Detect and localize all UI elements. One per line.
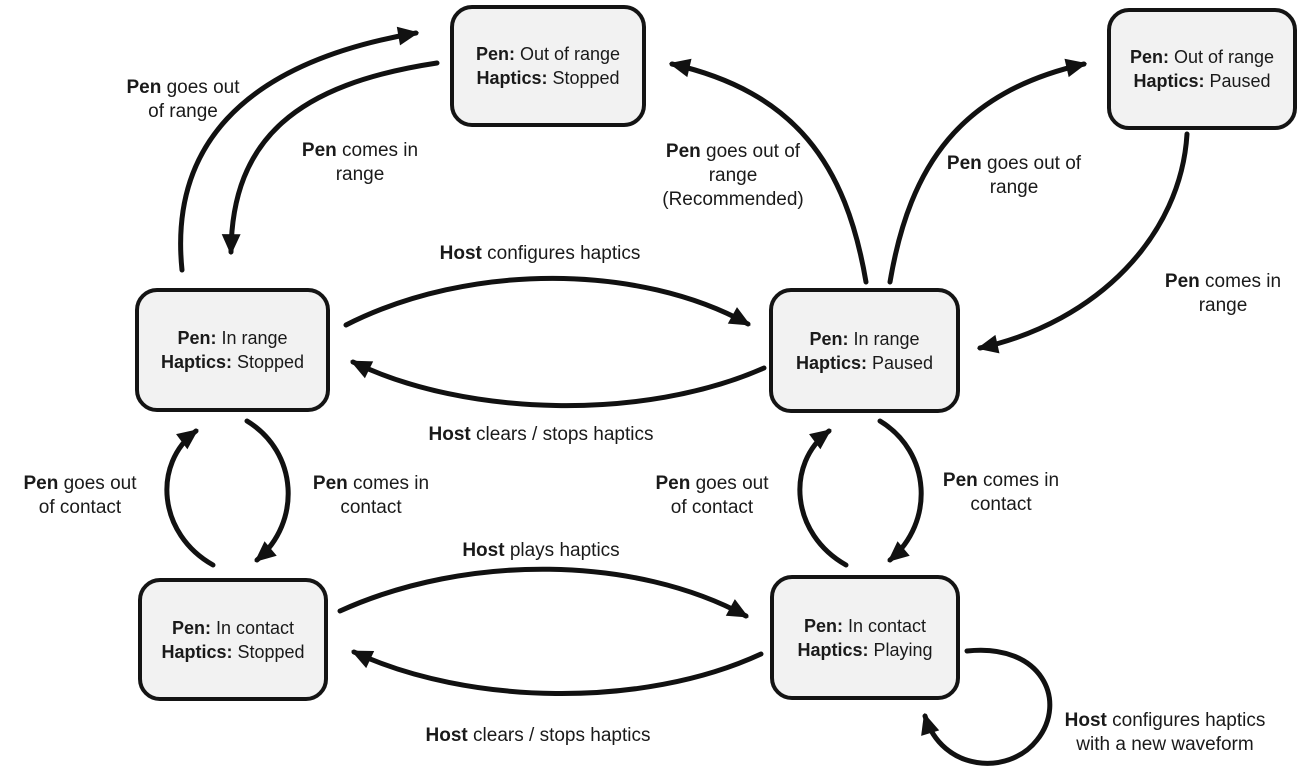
state-line-haptics: Haptics: Stopped (476, 68, 620, 88)
arrow-pen-comes-in-contact-right (877, 418, 924, 563)
label-pen-goes-out-of-range-left: Pen goes out of range (126, 77, 240, 122)
label-host-clears-stops-haptics-mid: Host clears / stops haptics (428, 424, 654, 445)
arrow-pen-goes-out-of-range-right (887, 58, 1088, 285)
arrow-pen-goes-out-of-contact-left (164, 428, 216, 568)
arrow-host-configures-haptics-new-waveform (921, 647, 1053, 766)
label-pen-comes-in-contact-left: Pen comes in contact (312, 473, 430, 518)
arrow-pen-comes-in-range-left (221, 60, 440, 256)
state-line-haptics: Haptics: Paused (795, 352, 934, 373)
state-line-pen: Pen: In contact (803, 615, 927, 636)
label-pen-goes-out-of-contact-right: Pen goes out of contact (655, 473, 769, 518)
label-host-clears-stops-haptics-bottom: Host clears / stops haptics (425, 725, 651, 746)
arrow-host-configures-haptics (343, 275, 751, 328)
arrow-pen-goes-out-of-range-recommended (668, 58, 869, 285)
arrow-host-clears-stops-haptics-mid (350, 359, 767, 409)
state-line-haptics: Haptics: Playing (797, 639, 933, 660)
arrow-pen-comes-in-range-right (976, 131, 1190, 354)
state-out-of-range-paused: Pen: Out of range Haptics: Paused (1107, 8, 1297, 130)
label-pen-goes-out-of-contact-left: Pen goes out of contact (23, 473, 137, 518)
state-line-pen: Pen: In range (809, 328, 920, 349)
state-in-contact-stopped: Pen: In contact Haptics: Stopped (138, 578, 328, 701)
state-line-pen: Pen: In contact (171, 617, 295, 638)
state-line-haptics: Haptics: Stopped (161, 641, 305, 662)
state-line-pen: Pen: Out of range (1129, 47, 1275, 67)
label-pen-comes-in-range-left: Pen comes in range (301, 140, 419, 185)
state-line-haptics: Haptics: Paused (1133, 71, 1271, 91)
state-out-of-range-stopped: Pen: Out of range Haptics: Stopped (450, 5, 646, 127)
label-pen-goes-out-of-range-right: Pen goes out of range (946, 153, 1082, 198)
arrow-pen-goes-out-of-contact-right (797, 428, 849, 568)
label-host-configures-haptics-new-waveform: Host configures haptics with a new wavef… (1064, 710, 1266, 755)
label-pen-comes-in-range-right: Pen comes in range (1164, 271, 1282, 316)
arrow-host-clears-stops-haptics-bottom (351, 649, 764, 697)
arrow-pen-comes-in-contact-left (244, 418, 291, 563)
arrow-pen-goes-out-of-range-left (178, 26, 420, 273)
state-line-pen: Pen: In range (177, 328, 288, 348)
state-in-range-stopped: Pen: In range Haptics: Stopped (135, 288, 330, 412)
label-host-configures-haptics: Host configures haptics (439, 243, 641, 264)
label-pen-comes-in-contact-right: Pen comes in contact (942, 470, 1060, 515)
state-in-contact-playing: Pen: In contact Haptics: Playing (770, 575, 960, 700)
state-line-haptics: Haptics: Stopped (160, 352, 305, 372)
label-pen-goes-out-of-range-recommended: Pen goes out of range (Recommended) (662, 141, 804, 210)
state-in-range-paused: Pen: In range Haptics: Paused (769, 288, 960, 413)
state-line-pen: Pen: Out of range (475, 44, 621, 64)
label-host-plays-haptics: Host plays haptics (462, 540, 620, 561)
arrow-host-plays-haptics (337, 566, 749, 619)
